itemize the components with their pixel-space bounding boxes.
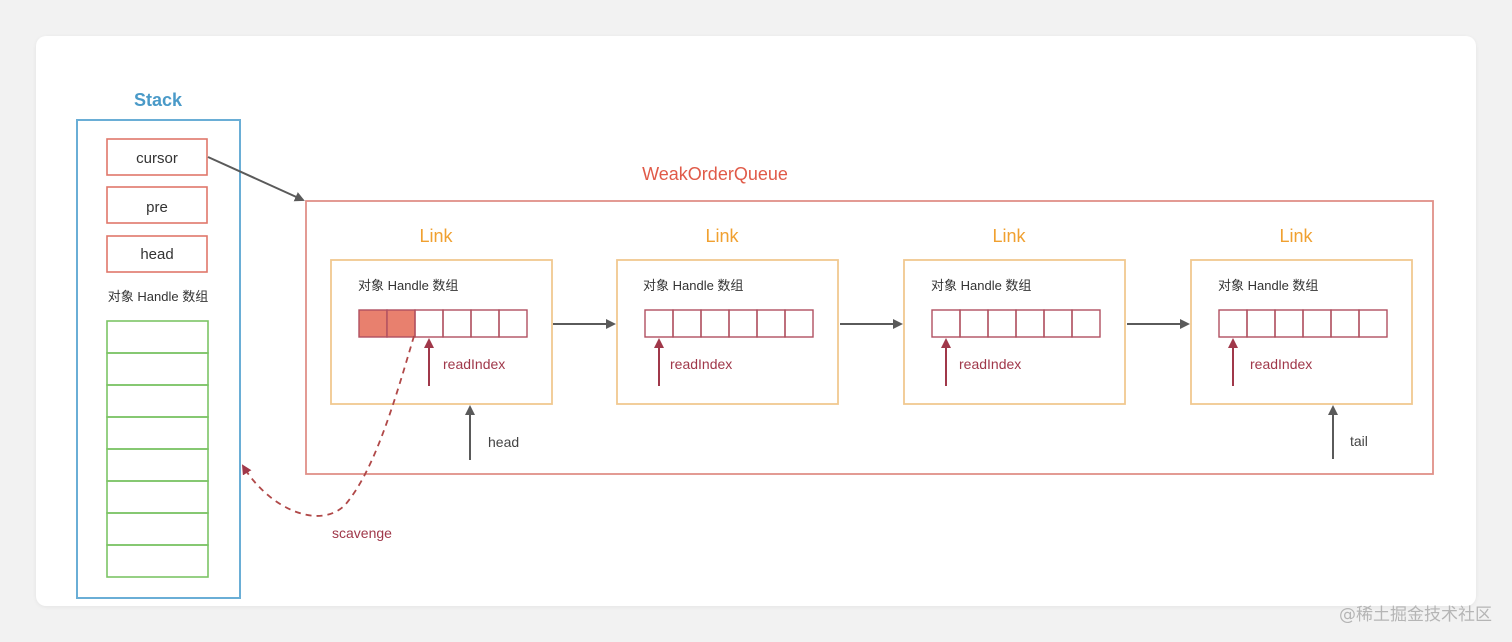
link-4-box bbox=[1190, 259, 1413, 405]
link-1-box bbox=[330, 259, 553, 405]
handle-slot-empty bbox=[1043, 309, 1073, 338]
handle-slot-empty bbox=[470, 309, 500, 338]
link-1-array-label: 对象 Handle 数组 bbox=[358, 278, 458, 293]
handle-slot-empty bbox=[1330, 309, 1360, 338]
handle-slot-empty bbox=[931, 309, 961, 338]
head-pointer-label: head bbox=[488, 434, 519, 450]
stack-field-head: head bbox=[106, 235, 208, 273]
handle-slot-empty bbox=[700, 309, 730, 338]
link-3-readindex-label: readIndex bbox=[959, 356, 1021, 372]
queue-title: WeakOrderQueue bbox=[642, 164, 788, 184]
handle-slot-empty bbox=[784, 309, 814, 338]
link-2-array-label: 对象 Handle 数组 bbox=[643, 278, 743, 293]
stack-field-cursor-label: cursor bbox=[136, 150, 178, 167]
link-1-readindex-label: readIndex bbox=[443, 356, 505, 372]
link-4-array-label: 对象 Handle 数组 bbox=[1218, 278, 1318, 293]
handle-slot-empty bbox=[1358, 309, 1388, 338]
stack-array-slot bbox=[106, 480, 209, 514]
link-3-box bbox=[903, 259, 1126, 405]
handle-slot-empty bbox=[1274, 309, 1304, 338]
stack-handle-array bbox=[106, 320, 209, 578]
handle-slot-empty bbox=[728, 309, 758, 338]
link-2-title: Link bbox=[705, 226, 739, 246]
stack-field-head-label: head bbox=[140, 246, 173, 263]
stack-array-slot bbox=[106, 448, 209, 482]
handle-slot-filled bbox=[358, 309, 388, 338]
stack-field-pre-label: pre bbox=[146, 199, 168, 216]
handle-slot-empty bbox=[442, 309, 472, 338]
handle-slot-empty bbox=[1015, 309, 1045, 338]
scavenge-label: scavenge bbox=[332, 525, 392, 541]
tail-pointer-label: tail bbox=[1350, 433, 1368, 449]
handle-slot-empty bbox=[672, 309, 702, 338]
handle-slot-empty bbox=[1071, 309, 1101, 338]
stack-array-slot bbox=[106, 512, 209, 546]
link-2: Link 对象 Handle 数组 readIndex bbox=[616, 226, 839, 405]
handle-slot-filled bbox=[386, 309, 416, 338]
handle-slot-empty bbox=[987, 309, 1017, 338]
handle-slot-empty bbox=[1302, 309, 1332, 338]
link-1-slots bbox=[358, 309, 528, 386]
handle-slot-empty bbox=[644, 309, 674, 338]
stack-field-pre: pre bbox=[106, 186, 208, 224]
handle-slot-empty bbox=[1218, 309, 1248, 338]
handle-slot-empty bbox=[756, 309, 786, 338]
link-3: Link 对象 Handle 数组 readIndex bbox=[903, 226, 1126, 405]
link-3-title: Link bbox=[992, 226, 1026, 246]
handle-slot-empty bbox=[414, 309, 444, 338]
link-1-title: Link bbox=[419, 226, 453, 246]
handle-slot-empty bbox=[959, 309, 989, 338]
link-4-readindex-label: readIndex bbox=[1250, 356, 1312, 372]
handle-slot-empty bbox=[1246, 309, 1276, 338]
link-4-slots bbox=[1218, 309, 1388, 386]
link-3-slots bbox=[931, 309, 1101, 386]
scavenge-arrow bbox=[241, 335, 415, 517]
stack-array-slot bbox=[106, 384, 209, 418]
link-3-array-label: 对象 Handle 数组 bbox=[931, 278, 1031, 293]
link-2-box bbox=[616, 259, 839, 405]
link-2-slots bbox=[644, 309, 814, 386]
cursor-pointer-arrow bbox=[207, 156, 305, 202]
stack-array-slot bbox=[106, 352, 209, 386]
watermark: @稀土掘金技术社区 bbox=[1339, 605, 1492, 625]
link-4: Link 对象 Handle 数组 readIndex bbox=[1190, 226, 1413, 405]
link-4-title: Link bbox=[1279, 226, 1313, 246]
diagram-card bbox=[36, 36, 1476, 606]
queue-box bbox=[305, 200, 1434, 475]
stack-field-cursor: cursor bbox=[106, 138, 208, 176]
link-2-readindex-label: readIndex bbox=[670, 356, 732, 372]
stack-array-label: 对象 Handle 数组 bbox=[108, 289, 208, 304]
handle-slot-empty bbox=[498, 309, 528, 338]
stack-title: Stack bbox=[134, 90, 183, 110]
stack-array-slot bbox=[106, 416, 209, 450]
stack-array-slot bbox=[106, 544, 209, 578]
stack-array-slot bbox=[106, 320, 209, 354]
stack-box bbox=[76, 119, 241, 599]
link-1: Link 对象 Handle 数组 readIndex bbox=[330, 226, 553, 405]
